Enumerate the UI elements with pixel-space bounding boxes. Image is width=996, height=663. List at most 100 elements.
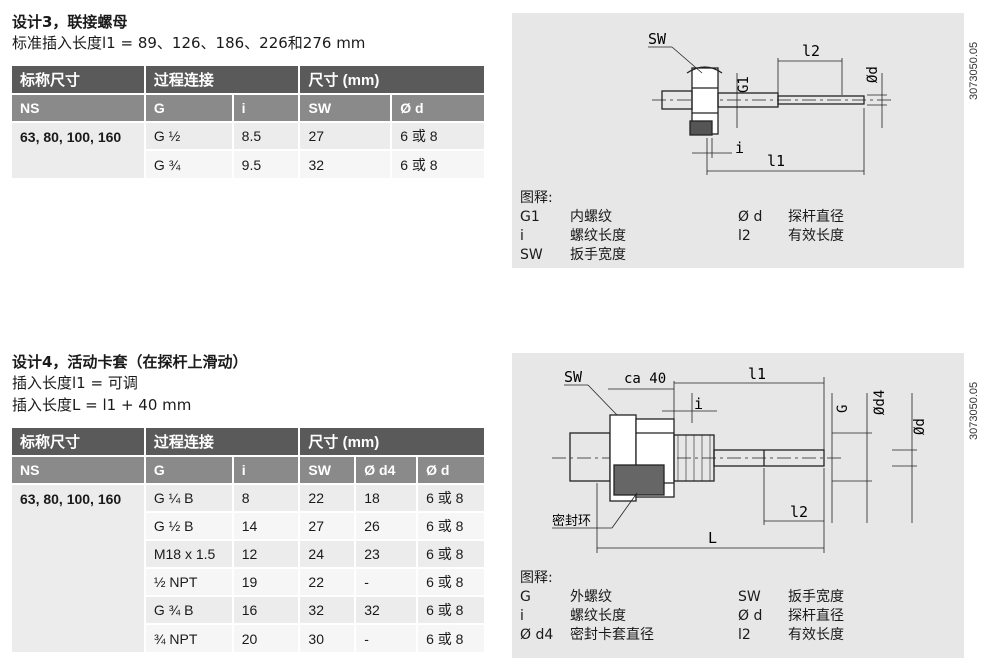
legend-key: Ø d4: [520, 627, 554, 643]
ns-value: 63, 80, 100, 160: [12, 121, 146, 178]
legend-key: l2: [738, 627, 751, 643]
legend-text: 内螺纹: [570, 209, 612, 225]
cell-sw: 22: [299, 567, 357, 596]
col-od: Ø d: [391, 93, 486, 122]
cell-g: ½ NPT: [144, 567, 234, 596]
legend-text: 螺纹长度: [570, 608, 626, 624]
cell-sw: 27: [299, 511, 357, 540]
cell-sw: 32: [299, 149, 393, 178]
table-row: G ¾ B 16 32 32 6 或 8: [12, 595, 486, 624]
label-g: G: [835, 405, 851, 413]
label-od: Ød: [865, 66, 881, 83]
table-row: G ¾ 9.5 32 6 或 8: [12, 149, 486, 178]
legend-text: 探杆直径: [788, 209, 844, 225]
cell-od: 6 或 8: [417, 595, 486, 624]
label-g1: G1: [736, 76, 752, 93]
col-sw: SW: [299, 455, 357, 484]
table-row: 63, 80, 100, 160 G ¼ B 8 22 18 6 或 8: [12, 483, 486, 652]
cell-od: 6 或 8: [391, 121, 486, 150]
label-sw: SW: [648, 30, 667, 48]
legend-key: SW: [738, 589, 761, 605]
section4-title: 设计4，活动卡套（在探杆上滑动）: [12, 353, 248, 371]
cell-sw: 30: [299, 623, 357, 652]
legend-text: 有效长度: [788, 627, 844, 643]
col-ns: NS: [12, 455, 146, 484]
label-l2: l2: [790, 503, 808, 521]
legend-key: i: [520, 608, 524, 624]
label-seal-ring: 密封环: [552, 513, 591, 529]
cell-sw: 32: [299, 595, 357, 624]
cell-i: 8.5: [232, 121, 301, 150]
label-ca40: ca 40: [624, 371, 666, 387]
col-g: G: [144, 455, 234, 484]
legend-key: SW: [520, 247, 543, 263]
cell-sw: 27: [299, 121, 393, 150]
table-row: ½ NPT 19 22 - 6 或 8: [12, 567, 486, 596]
section4-legend-right: SW 扳手宽度 Ø d 探杆直径 l2 有效长度: [738, 588, 844, 645]
cell-i: 19: [232, 567, 301, 596]
label-od: Ød: [912, 418, 928, 435]
cell-od: 6 或 8: [417, 623, 486, 652]
label-l2: l2: [802, 42, 820, 60]
section3-header: 设计3，联接螺母 标准插入长度l1 = 89、126、186、226和276 m…: [12, 12, 365, 54]
drawing-code: 3073050.05: [968, 381, 980, 440]
cell-i: 8: [232, 483, 301, 512]
label-l1: l1: [767, 152, 785, 170]
table-row: G ½ B 14 27 26 6 或 8: [12, 511, 486, 540]
cell-sw: 22: [299, 483, 357, 512]
cell-i: 14: [232, 511, 301, 540]
cell-g: G ¼ B: [144, 483, 234, 512]
label-od4: Ød4: [872, 390, 888, 415]
cell-g: G ¾ B: [144, 595, 234, 624]
col-sw: SW: [299, 93, 393, 122]
col-g: G: [144, 93, 234, 122]
section3-table: 标称尺寸 过程连接 尺寸 (mm) NS G i SW Ø d 63, 80, …: [12, 66, 486, 178]
legend-title: 图释:: [520, 570, 553, 586]
cell-od: 6 或 8: [417, 511, 486, 540]
cell-i: 12: [232, 539, 301, 568]
cell-sw: 24: [299, 539, 357, 568]
label-L: L: [708, 529, 717, 547]
col-nominal-size: 标称尺寸: [12, 66, 146, 94]
drawing-code: 3073050.05: [968, 41, 980, 100]
cell-od: 6 或 8: [417, 483, 486, 512]
legend-title: 图释:: [520, 190, 553, 206]
cell-od4: 18: [355, 483, 419, 512]
col-dimensions: 尺寸 (mm): [299, 428, 486, 456]
legend-text: 有效长度: [788, 228, 844, 244]
cell-i: 9.5: [232, 149, 301, 178]
legend-text: 探杆直径: [788, 608, 844, 624]
label-l1: l1: [748, 365, 766, 383]
col-i: i: [232, 93, 301, 122]
cell-od: 6 或 8: [417, 539, 486, 568]
cell-g: G ¾: [144, 149, 234, 178]
ns-value: 63, 80, 100, 160: [12, 483, 146, 652]
cell-od: 6 或 8: [417, 567, 486, 596]
cell-g: G ½: [144, 121, 234, 150]
table-row: 63, 80, 100, 160 G ½ 8.5 27 6 或 8: [12, 121, 486, 178]
compression-fitting-drawing: SW ca 40 l1 i G Ød4 Ød 密封环 l2 L: [552, 365, 928, 553]
cell-i: 16: [232, 595, 301, 624]
col-i: i: [232, 455, 301, 484]
legend-text: 密封卡套直径: [570, 627, 654, 643]
coupling-nut-drawing: SW l2 G1 Ød i l1: [648, 30, 892, 175]
col-process-connection: 过程连接: [144, 428, 301, 456]
cell-od4: -: [355, 623, 419, 652]
legend-key: Ø d: [738, 608, 763, 624]
section4-subtitle2: 插入长度L = l1 + 40 mm: [12, 396, 192, 414]
legend-key: Ø d: [738, 209, 763, 225]
col-od: Ø d: [417, 455, 486, 484]
legend-text: 扳手宽度: [788, 589, 844, 605]
col-ns: NS: [12, 93, 146, 122]
section3-title: 设计3，联接螺母: [12, 13, 128, 31]
cell-od4: 26: [355, 511, 419, 540]
section4-subtitle1: 插入长度l1 = 可调: [12, 374, 138, 392]
cell-g: G ½ B: [144, 511, 234, 540]
table-row: M18 x 1.5 12 24 23 6 或 8: [12, 539, 486, 568]
col-od4: Ø d4: [355, 455, 419, 484]
